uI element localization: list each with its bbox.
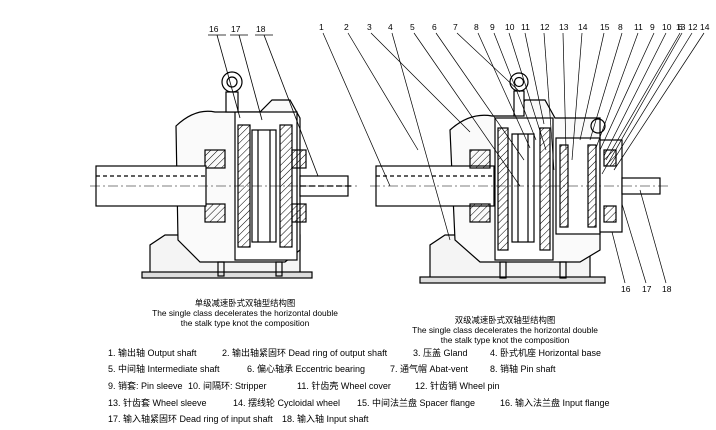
right-callout-10-9: 10 [505, 22, 515, 32]
right-callout-leader-13 [571, 32, 583, 161]
right-bottom-callout-17: 17 [642, 284, 652, 294]
left-callout-18: 18 [256, 24, 266, 34]
part-14: 14. 摆线轮 Cycloidal wheel [233, 398, 341, 408]
right-callout-leader-10 [524, 32, 545, 125]
right-callout-6-5: 6 [432, 22, 437, 32]
right-callout-3-2: 3 [367, 22, 372, 32]
caption-single-stage-en-2: the stalk type knot the composition [180, 318, 310, 328]
right-bottom-callout-leader-16 [611, 231, 626, 284]
right-callout-leader-9 [508, 32, 547, 151]
right-callout-leader-16 [595, 32, 639, 149]
right-callout-leader-19 [605, 32, 681, 161]
right-callout-12-20: 12 [688, 22, 698, 32]
right-callout-13-19: 13 [676, 22, 686, 32]
right-callout-leader-4 [413, 32, 521, 187]
right-callout-2-1: 2 [344, 22, 349, 32]
part-9: 9. 销套: Pin sleeve [108, 381, 183, 391]
right-callout-9-8: 9 [490, 22, 495, 32]
right-callout-leader-8 [493, 32, 537, 141]
right-bottom-callout-16: 16 [621, 284, 631, 294]
part-8: 8. 销轴 Pin shaft [490, 364, 556, 374]
caption-single-stage-en-1: The single class decelerates the horizon… [152, 308, 338, 318]
left-callouts: 16 17 18 [208, 24, 319, 177]
right-callout-1-0: 1 [319, 22, 324, 32]
right-callout-14-21: 14 [700, 22, 710, 32]
part-3: 3. 压盖 Gland [413, 348, 468, 358]
right-bottom-callout-leader-18 [639, 189, 667, 284]
right-callout-12-11: 12 [540, 22, 550, 32]
single-stage-reducer-drawing [90, 71, 360, 279]
right-callout-8-7: 8 [474, 22, 479, 32]
right-callout-5-4: 5 [410, 22, 415, 32]
right-callout-leader-14 [579, 32, 605, 141]
right-callout-leader-12 [562, 32, 567, 151]
caption-double-stage-en-2: the stalk type knot the composition [440, 335, 570, 345]
part-5: 5. 中间轴 Intermediate shaft [108, 364, 220, 374]
right-callout-11-16: 11 [634, 22, 643, 32]
right-callout-leader-11 [543, 32, 555, 171]
right-callout-leader-3 [391, 32, 451, 241]
right-callout-15-14: 15 [600, 22, 610, 32]
right-callout-leader-0 [322, 32, 391, 187]
right-callout-6-22: 6 [678, 22, 683, 32]
caption-single-stage-zh: 单级减速卧式双轴型结构图 [194, 298, 296, 308]
right-callout-leader-20 [609, 32, 693, 167]
right-callout-leader-17 [599, 32, 655, 151]
reducer-cross-section-drawing: 16 17 18 [90, 22, 710, 294]
right-callout-10-18: 10 [662, 22, 672, 32]
right-callout-leader-18 [603, 32, 667, 157]
part-10: 10. 间隔环: Stripper [188, 381, 267, 391]
right-callout-leader-21 [613, 32, 705, 171]
right-callouts-bottom: 16 17 18 [611, 189, 672, 294]
right-bottom-callout-leader-17 [621, 203, 647, 284]
right-callout-leader-5 [435, 32, 525, 161]
caption-double-stage: 双级减速卧式双轴型结构图 The single class decelerate… [395, 315, 615, 345]
right-callout-leader-1 [347, 32, 419, 151]
right-callout-8-15: 8 [618, 22, 623, 32]
caption-double-stage-zh: 双级减速卧式双轴型结构图 [454, 315, 556, 325]
part-2: 2. 输出轴紧固环 Dead ring of output shaft [222, 348, 388, 358]
right-callout-4-3: 4 [388, 22, 393, 32]
part-13: 13. 针齿套 Wheel sleeve [108, 398, 207, 408]
part-16: 16. 输入法兰盘 Input flange [500, 398, 610, 408]
right-callout-9-17: 9 [650, 22, 655, 32]
left-callout-17: 17 [231, 24, 241, 34]
part-18: 18. 输入轴 Input shaft [282, 414, 369, 424]
double-stage-reducer-drawing [370, 72, 668, 284]
part-6: 6. 偏心轴承 Eccentric bearing [247, 364, 366, 374]
right-callout-7-6: 7 [453, 22, 458, 32]
right-callout-leader-22 [601, 32, 683, 175]
right-bottom-callout-18: 18 [662, 284, 672, 294]
parts-legend: 1. 输出轴 Output shaft 2. 输出轴紧固环 Dead ring … [0, 346, 716, 430]
part-15: 15. 中间法兰盘 Spacer flange [357, 398, 476, 408]
caption-double-stage-en-1: The single class decelerates the horizon… [412, 325, 598, 335]
right-callout-leader-6 [456, 32, 521, 93]
right-callout-14-13: 14 [578, 22, 588, 32]
part-4: 4. 卧式机座 Horizontal base [490, 348, 602, 358]
part-12: 12. 针齿销 Wheel pin [415, 381, 500, 391]
right-callout-leader-2 [370, 32, 471, 133]
right-callout-leader-15 [589, 32, 623, 141]
right-callout-11-10: 11 [521, 22, 530, 32]
part-7: 7. 通气帽 Abat-vent [390, 364, 469, 374]
part-1: 1. 输出轴 Output shaft [108, 348, 197, 358]
part-17: 17. 输入轴紧固环 Dead ring of input shaft [108, 414, 273, 424]
right-callout-13-12: 13 [559, 22, 569, 32]
left-callout-16: 16 [209, 24, 219, 34]
right-callout-leader-7 [477, 32, 531, 149]
part-11: 11. 针齿壳 Wheel cover [297, 381, 391, 391]
caption-single-stage: 单级减速卧式双轴型结构图 The single class decelerate… [95, 298, 395, 328]
